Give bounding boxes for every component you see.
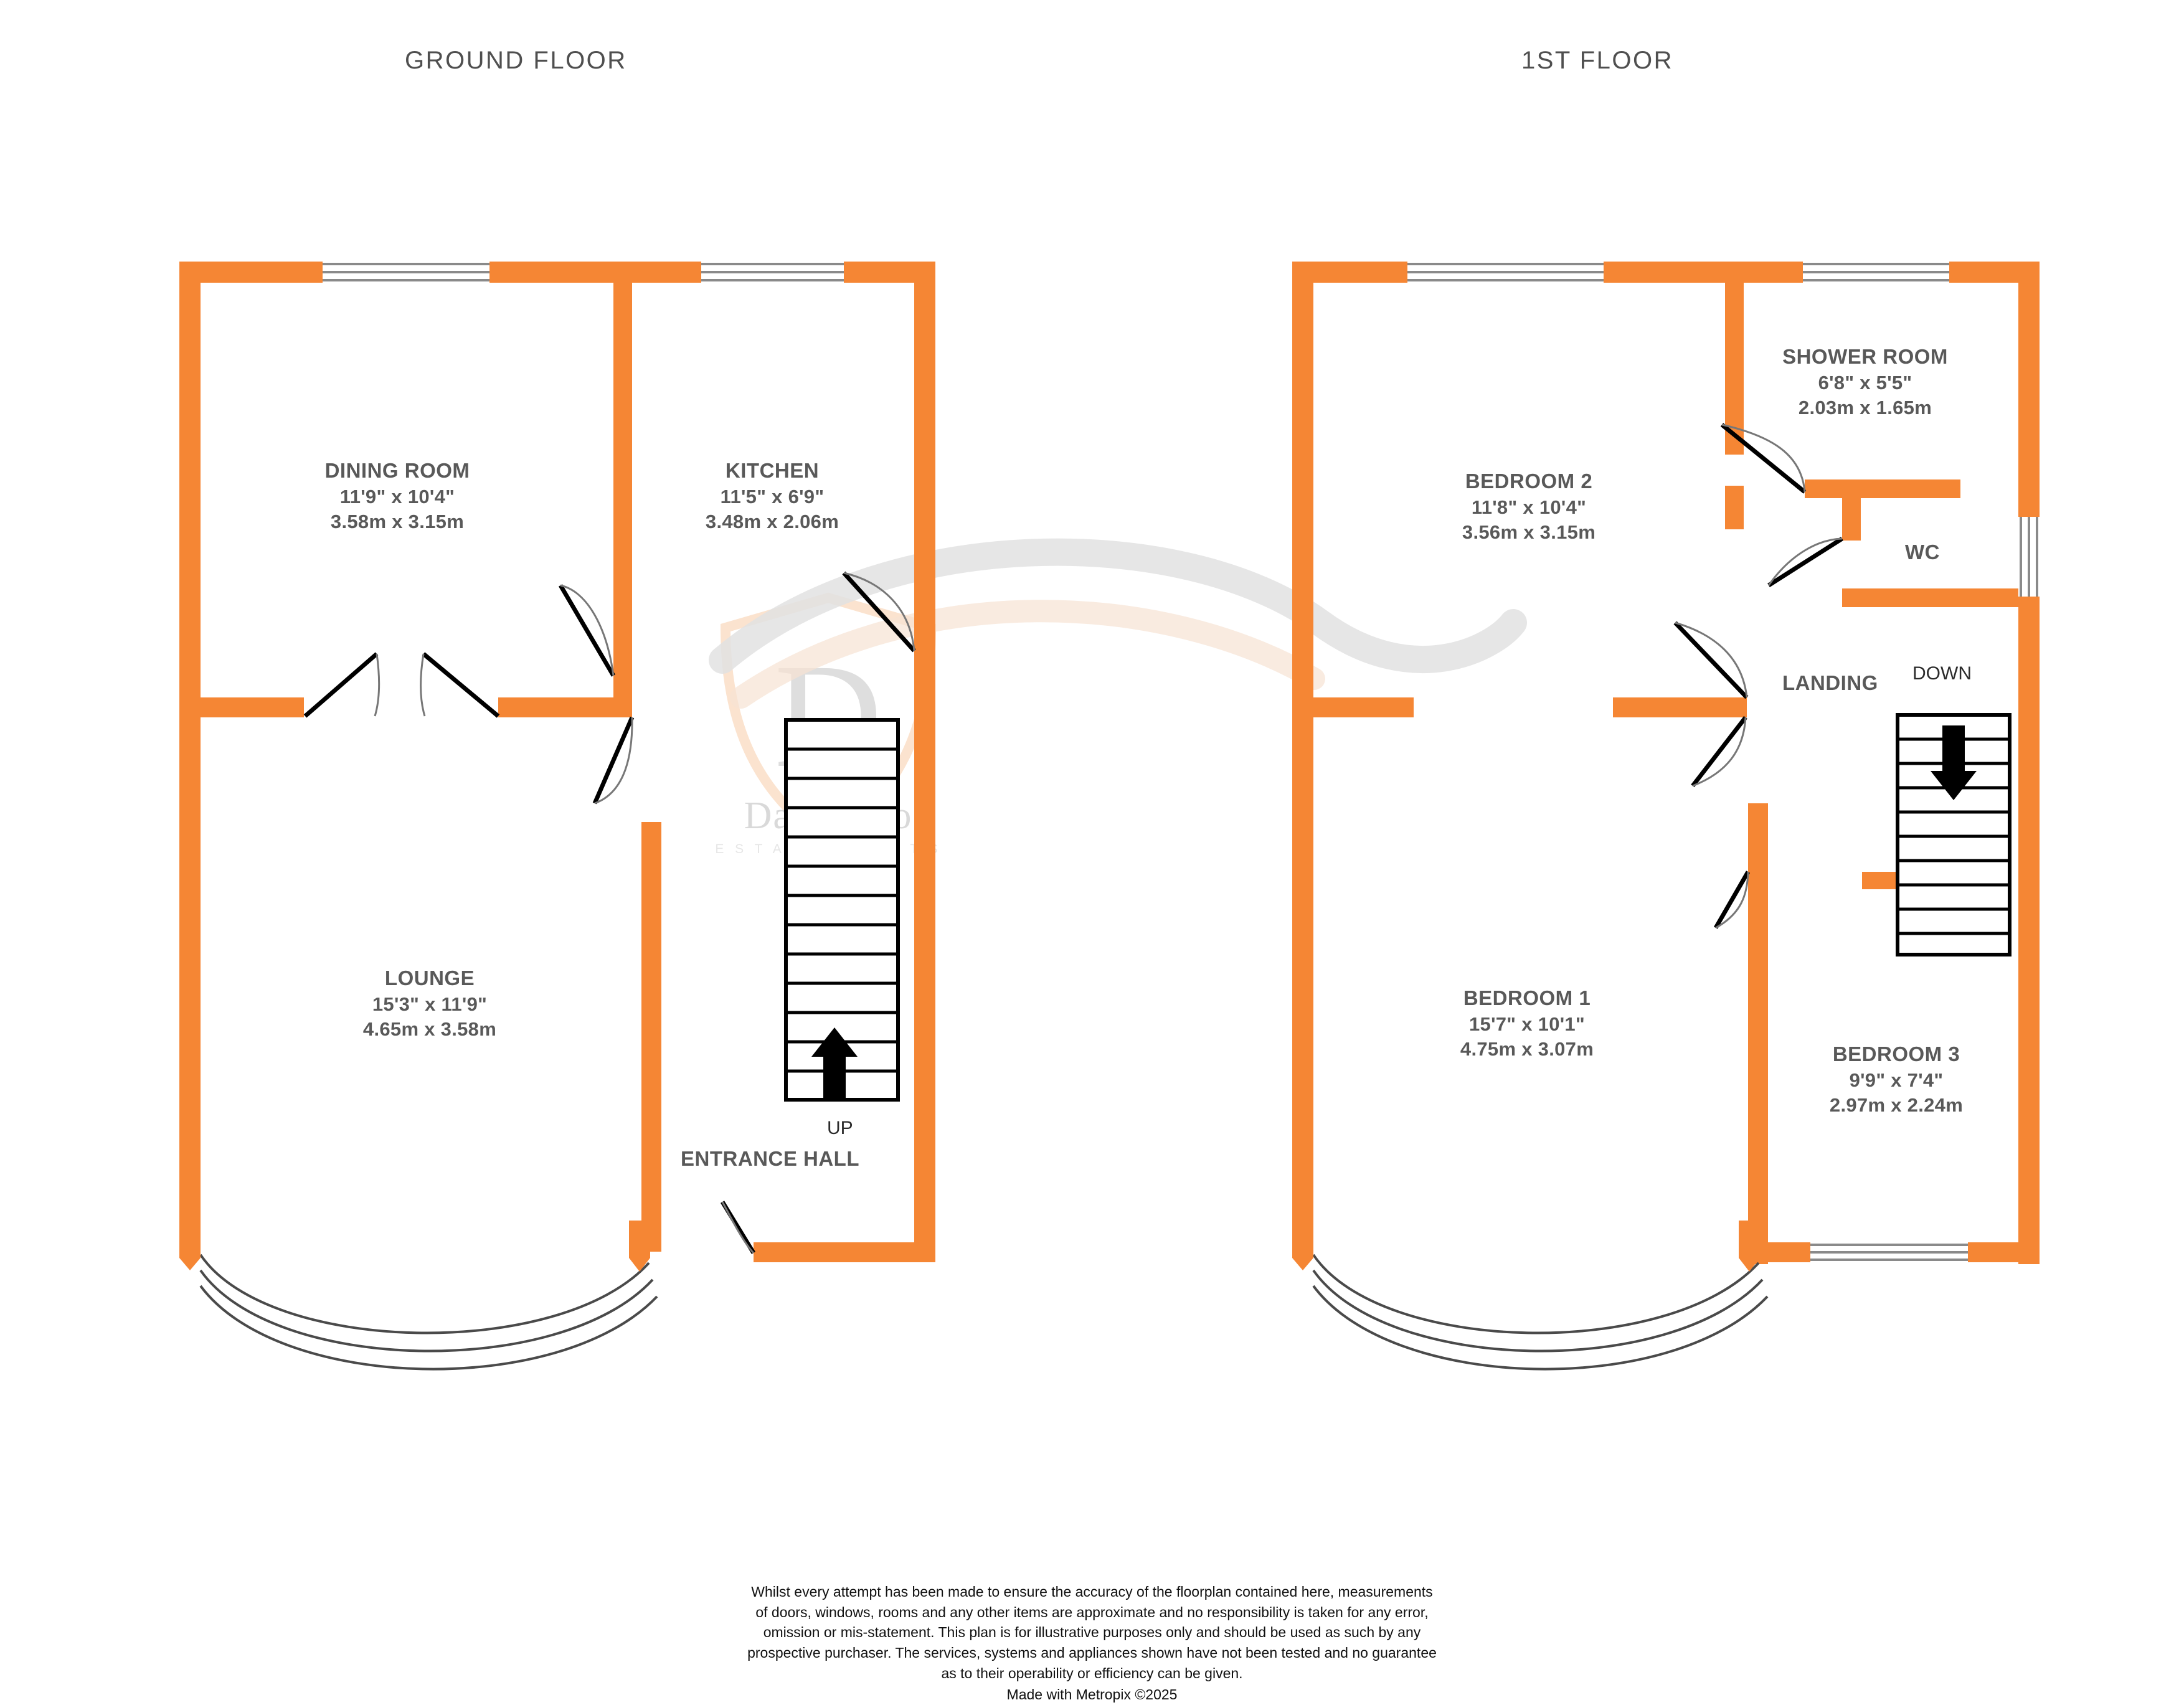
window-dining	[323, 262, 489, 283]
room-imperial-kitchen: 11'5" x 6'9"	[720, 485, 825, 508]
disclaimer-line-4: prospective purchaser. The services, sys…	[747, 1644, 1437, 1661]
door-kitchen	[558, 584, 616, 677]
room-name-shower-room: SHOWER ROOM	[1782, 345, 1948, 368]
room-imperial-lounge: 15'3" x 11'9"	[372, 993, 488, 1015]
room-name-lounge: LOUNGE	[384, 966, 475, 989]
ground-floor-walls	[179, 262, 935, 1262]
disclaimer-line-3: omission or mis-statement. This plan is …	[763, 1624, 1421, 1641]
window-shower-room	[1803, 262, 1949, 283]
first-floor-plan	[1292, 262, 2040, 1371]
door-bedroom1	[1691, 716, 1747, 788]
door-bedroom3	[1713, 871, 1751, 929]
room-label-kitchen: KITCHEN 11'5" x 6'9" 3.48m x 2.06m	[660, 458, 884, 534]
room-imperial-dining-room: 11'9" x 10'4"	[339, 485, 455, 508]
arrow-up-icon	[811, 1027, 858, 1100]
stair-direction-down: DOWN	[1912, 663, 1972, 684]
disclaimer-line-1: Whilst every attempt has been made to en…	[751, 1584, 1433, 1600]
room-imperial-shower-room: 6'8" x 5'5"	[1818, 371, 1912, 394]
room-name-kitchen: KITCHEN	[725, 459, 820, 482]
room-label-landing: LANDING	[1782, 671, 1878, 694]
arrow-down-icon	[1931, 725, 1977, 800]
room-imperial-bedroom3: 9'9" x 7'4"	[1849, 1069, 1944, 1091]
ground-floor-windows	[323, 262, 844, 283]
watermark-monogram: D	[774, 633, 882, 798]
room-label-lounge: LOUNGE 15'3" x 11'9" 4.65m x 3.58m	[308, 965, 551, 1042]
room-metric-dining-room: 3.58m x 3.15m	[330, 511, 465, 533]
door-dining	[303, 652, 500, 718]
room-label-shower-room: SHOWER ROOM 6'8" x 5'5" 2.03m x 1.65m	[1756, 344, 1974, 420]
room-label-dining-room: DINING ROOM 11'9" x 10'4" 3.58m x 3.15m	[273, 458, 522, 534]
door-front-entrance	[721, 1201, 755, 1254]
room-label-bedroom2: BEDROOM 2 11'8" x 10'4" 3.56m x 3.15m	[1414, 468, 1644, 545]
bay-window-jambs-bedroom1	[1292, 1221, 1760, 1272]
bay-window-bedroom1	[1312, 1254, 1769, 1371]
bedroom3-door-jamb	[1862, 872, 1912, 889]
disclaimer-block: Whilst every attempt has been made to en…	[0, 1582, 2184, 1705]
brand-watermark: D Day & Co E S T A T E A G E N T S	[715, 592, 941, 856]
ground-floor-title: GROUND FLOOR	[405, 47, 627, 74]
disclaimer-line-5: as to their operability or efficiency ca…	[941, 1665, 1243, 1681]
window-kitchen	[701, 262, 844, 283]
window-bedroom3	[1810, 1242, 1968, 1262]
room-name-bedroom3: BEDROOM 3	[1832, 1042, 1960, 1065]
door-wc	[1767, 537, 1843, 587]
bay-window-lounge	[199, 1254, 658, 1371]
room-name-bedroom1: BEDROOM 1	[1463, 986, 1591, 1009]
room-label-bedroom1: BEDROOM 1 15'7" x 10'1" 4.75m x 3.07m	[1409, 985, 1645, 1062]
metropix-credit: Made with Metropix ©2025	[1006, 1686, 1178, 1703]
room-metric-bedroom3: 2.97m x 2.24m	[1829, 1094, 1964, 1117]
ground-floor-plan	[179, 262, 935, 1371]
decorative-swoosh	[709, 538, 1527, 709]
first-floor-title: 1ST FLOOR	[1521, 47, 1674, 74]
room-name-bedroom2: BEDROOM 2	[1465, 470, 1593, 493]
watermark-brand: Day & Co	[744, 795, 913, 837]
door-bedroom2	[1673, 621, 1749, 699]
watermark-tagline: E S T A T E A G E N T S	[715, 842, 941, 856]
bay-window-jambs	[179, 1221, 650, 1272]
window-bedroom2	[1407, 262, 1604, 283]
room-imperial-bedroom1: 15'7" x 10'1"	[1469, 1013, 1585, 1035]
room-metric-bedroom1: 4.75m x 3.07m	[1460, 1038, 1594, 1060]
room-label-entrance-hall: ENTRANCE HALL	[681, 1147, 859, 1170]
room-metric-shower-room: 2.03m x 1.65m	[1798, 397, 1932, 419]
room-imperial-bedroom2: 11'8" x 10'4"	[1471, 496, 1587, 518]
door-kitchen-hall	[842, 571, 916, 653]
room-metric-bedroom2: 3.56m x 3.15m	[1462, 521, 1596, 544]
shield-outline-icon	[720, 592, 937, 847]
staircase-up	[784, 718, 900, 1102]
stair-direction-up: UP	[827, 1118, 853, 1138]
room-metric-kitchen: 3.48m x 2.06m	[705, 511, 839, 533]
room-label-wc: WC	[1905, 541, 1940, 564]
disclaimer-line-2: of doors, windows, rooms and any other i…	[755, 1603, 1429, 1620]
room-name-dining-room: DINING ROOM	[324, 459, 470, 482]
room-metric-lounge: 4.65m x 3.58m	[362, 1018, 497, 1041]
door-shower-room	[1720, 423, 1807, 494]
staircase-down	[1896, 713, 2011, 956]
window-wc	[2018, 517, 2040, 597]
room-label-bedroom3: BEDROOM 3 9'9" x 7'4" 2.97m x 2.24m	[1784, 1041, 2008, 1118]
door-hall-lounge	[592, 716, 635, 805]
